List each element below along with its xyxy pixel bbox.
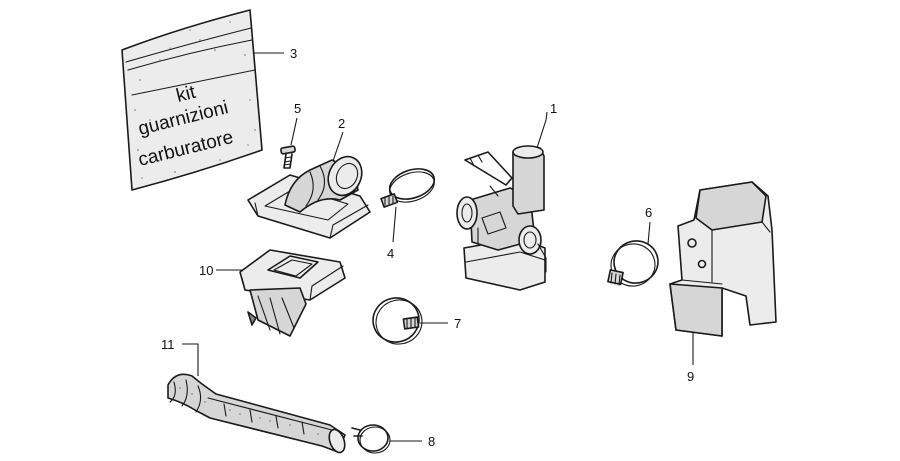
gasket-kit-bag: kit guarnizioni carburatore [121,9,263,191]
reed-valve [239,249,346,337]
callout-6: 6 [645,205,652,220]
leader-5 [290,117,298,146]
air-intake-hose [167,373,346,454]
screw [280,145,296,169]
hose-clamp-6 [607,240,659,287]
leader-1 [536,111,548,149]
callout-1: 1 [550,101,557,116]
leader-11 [182,343,199,376]
callout-10: 10 [199,263,213,278]
callout-9: 9 [687,369,694,384]
intake-manifold [247,155,371,239]
callout-2: 2 [338,116,345,131]
leader-4 [392,206,397,243]
hose-clamp-4 [380,168,436,208]
protective-cover [669,181,777,337]
carburetor [456,145,547,291]
leader-6 [647,221,651,245]
callout-11: 11 [161,337,175,352]
leader-2 [332,131,344,162]
callout-8: 8 [428,434,435,449]
callout-4: 4 [387,246,394,261]
callout-5: 5 [294,101,301,116]
callout-7: 7 [454,316,461,331]
hose-clamp-7 [372,297,423,345]
hose-clamp-8 [351,424,391,454]
callout-3: 3 [290,46,297,61]
